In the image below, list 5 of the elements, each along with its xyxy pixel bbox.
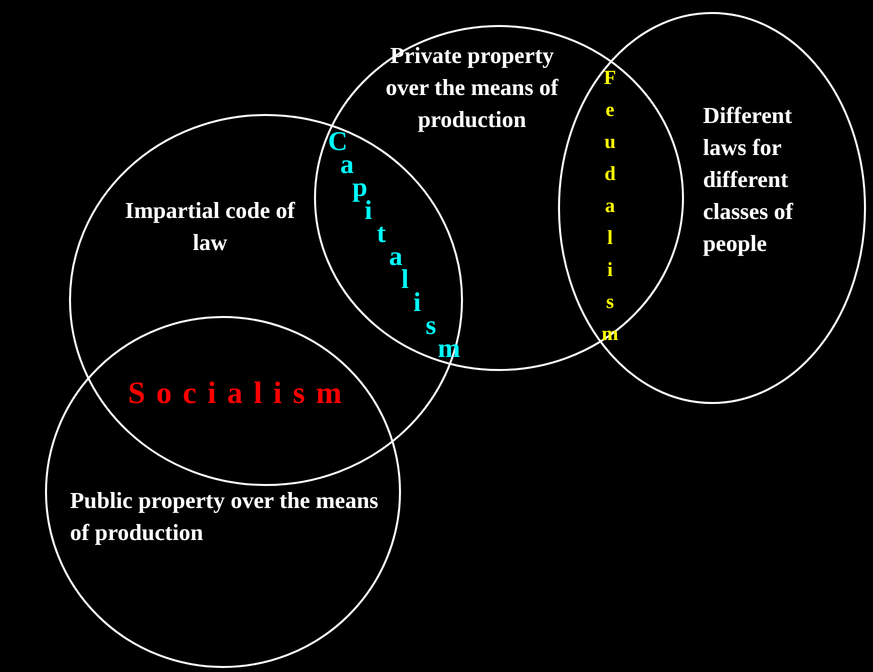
overlap-label: Socialism bbox=[128, 375, 353, 411]
set-description: Private property over the means of production bbox=[384, 42, 560, 134]
set-description: Different laws for different classes of people bbox=[703, 102, 794, 258]
set-description: Impartial code of law bbox=[125, 197, 295, 257]
set-description: Public property over the means of production bbox=[70, 487, 380, 547]
